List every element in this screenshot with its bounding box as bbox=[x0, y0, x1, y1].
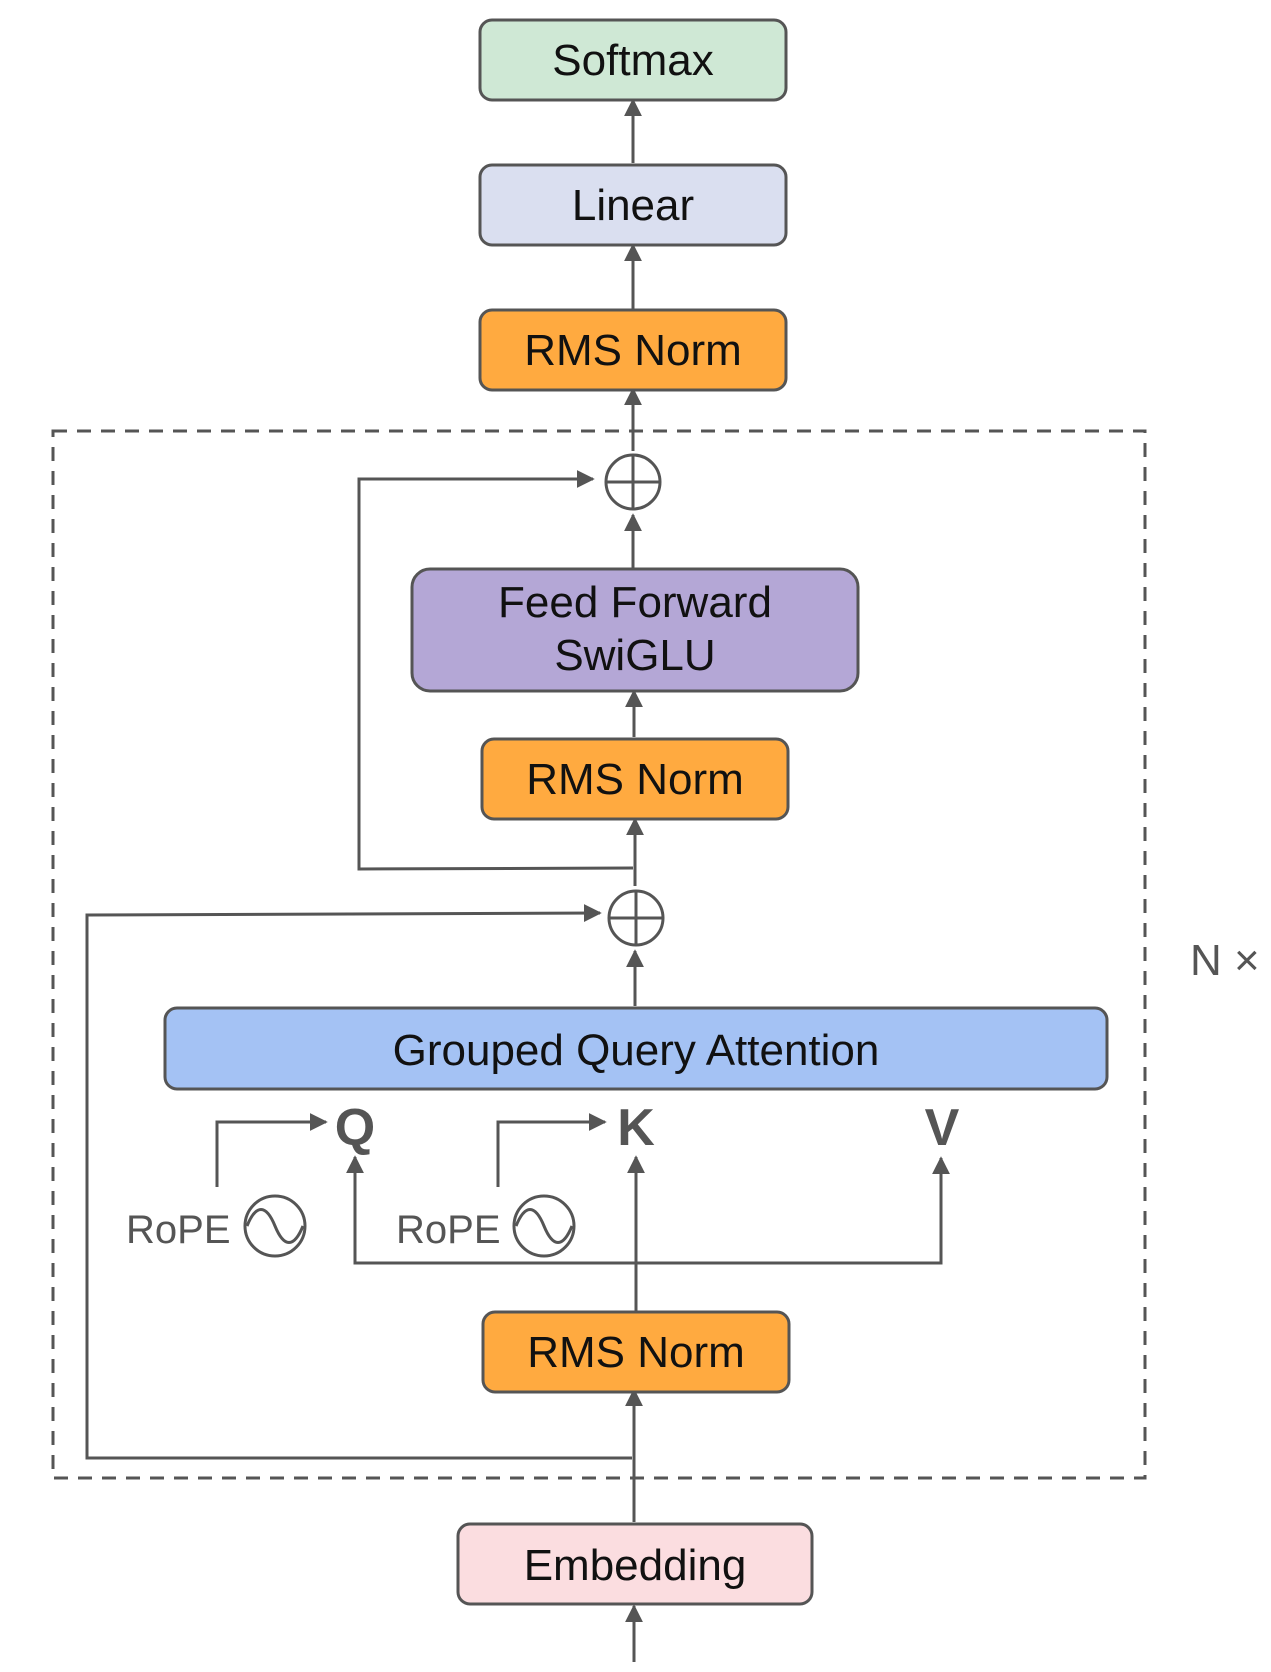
repeat-count-label: N × bbox=[1190, 936, 1260, 985]
rope-to-q-arrow bbox=[215, 1113, 328, 1187]
rms-norm-top-label: RMS Norm bbox=[524, 326, 742, 375]
attention-label: Grouped Query Attention bbox=[393, 1026, 880, 1075]
swiglu-label: SwiGLU bbox=[554, 631, 715, 680]
embedding-label: Embedding bbox=[524, 1541, 747, 1590]
feed-forward-label: Feed Forward bbox=[498, 578, 772, 627]
attention-box bbox=[163, 1006, 1109, 1091]
embedding-box bbox=[456, 1522, 814, 1606]
rope-q-label: RoPE bbox=[126, 1208, 231, 1252]
sine-wave-circle-icon bbox=[243, 1194, 307, 1258]
residual-connection-2 bbox=[357, 470, 634, 871]
rms-norm-bottom-box bbox=[481, 1310, 791, 1394]
key-label: K bbox=[617, 1099, 655, 1157]
feed-forward-box bbox=[410, 567, 860, 693]
decoder-layer-repeat-box bbox=[51, 429, 1147, 1480]
value-label: V bbox=[925, 1099, 960, 1157]
rope-k-label: RoPE bbox=[396, 1208, 501, 1252]
rms-norm-bottom-label: RMS Norm bbox=[527, 1328, 745, 1377]
norm-to-q-arrow bbox=[346, 1155, 636, 1265]
norm-to-v-arrow bbox=[636, 1156, 950, 1265]
sine-wave-circle-icon bbox=[512, 1194, 576, 1258]
attention-block: Grouped Query Attention bbox=[163, 1006, 1109, 1091]
linear-box bbox=[478, 163, 788, 247]
rms-norm-bottom-block: RMS Norm bbox=[481, 1310, 791, 1394]
rms-norm-mid-label: RMS Norm bbox=[526, 755, 744, 804]
feed-forward-block: Feed Forward SwiGLU bbox=[410, 567, 860, 693]
rope-to-k-arrow bbox=[496, 1113, 607, 1187]
circle-plus-icon bbox=[607, 889, 665, 947]
rms-norm-mid-box bbox=[480, 737, 790, 821]
rms-norm-mid-block: RMS Norm bbox=[480, 737, 790, 821]
rms-norm-top-box bbox=[478, 308, 788, 392]
softmax-block: Softmax bbox=[478, 18, 788, 102]
softmax-label: Softmax bbox=[552, 36, 713, 85]
softmax-box bbox=[478, 18, 788, 102]
embedding-block: Embedding bbox=[456, 1522, 814, 1606]
query-label: Q bbox=[335, 1099, 375, 1157]
rms-norm-top-block: RMS Norm bbox=[478, 308, 788, 392]
linear-label: Linear bbox=[572, 181, 694, 230]
linear-block: Linear bbox=[478, 163, 788, 247]
residual-connection-1 bbox=[85, 904, 632, 1460]
circle-plus-icon bbox=[604, 453, 662, 511]
